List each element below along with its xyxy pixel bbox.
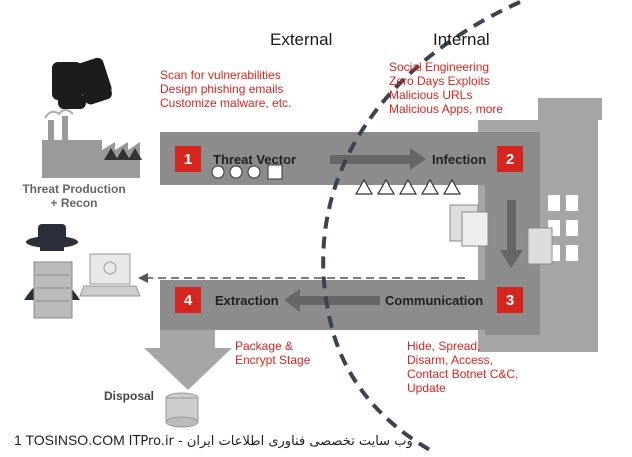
footer-site-left: TOSINSO.COM [25,432,125,448]
disposal-band [144,330,232,390]
page-number: 1 [14,432,22,448]
internal-note: Malicious Apps, more [389,102,504,116]
infection-warning-icons [354,178,462,195]
step-4-badge: 4 [175,287,201,313]
threat-production-line: Threat Production [22,182,126,196]
external-notes: Scan for vulnerabilities Design phishing… [160,68,291,110]
infected-server-icon [449,204,553,265]
external-note: Design phishing emails [160,82,284,96]
hide-note: Disarm, Access, [407,353,494,367]
hazard-icons-row [104,148,142,160]
flow-arrow-right [330,148,426,170]
internal-note: Malicious URLs [389,88,473,102]
binoculars-icon [52,57,112,109]
step-1-badge: 1 [175,146,201,172]
factory-icon [42,109,140,178]
internal-note: Social Engineering [389,60,490,74]
hide-note: Contact Botnet C&C, [407,367,519,381]
internal-header: Internal [433,30,490,49]
flow-arrow-down [500,200,523,268]
step-3-badge: 3 [497,287,523,313]
external-header: External [270,30,333,49]
flow-arrow-left [284,289,380,312]
step-2-label: Infection [432,152,487,167]
package-notes: Package & Encrypt Stage [235,339,310,367]
threat-production-line: + Recon [50,196,98,210]
internal-note: Zero Days Exploits [389,74,490,88]
internal-notes: Social Engineering Zero Days Exploits Ma… [389,60,503,116]
hide-notes: Hide, Spread, Disarm, Access, Contact Bo… [407,339,518,395]
server-rack-icon [33,261,73,319]
external-note: Scan for vulnerabilities [160,68,281,82]
step-2-badge: 2 [497,146,523,172]
step-3-label: Communication [385,293,484,308]
hide-note: Hide, Spread, [407,339,481,353]
threat-production-label: Threat Production + Recon [22,182,126,210]
laptop-icon [79,253,141,297]
step-4-label: Extraction [215,293,279,308]
footer-watermark: 1 TOSINSO.COM ITPro.ir - وب سایت تخصصی ف… [14,432,413,449]
database-icon [165,392,199,428]
threat-vector-icons [211,164,283,180]
step-1-label: Threat Vector [213,152,297,167]
footer-site-right: ITPro.ir - وب سایت تخصصی فناوری اطلاعات … [128,434,413,449]
hide-note: Update [407,381,446,395]
package-note: Package & [235,339,294,353]
package-note: Encrypt Stage [235,353,311,367]
external-note: Customize malware, etc. [160,96,292,110]
disposal-label: Disposal [104,389,155,403]
